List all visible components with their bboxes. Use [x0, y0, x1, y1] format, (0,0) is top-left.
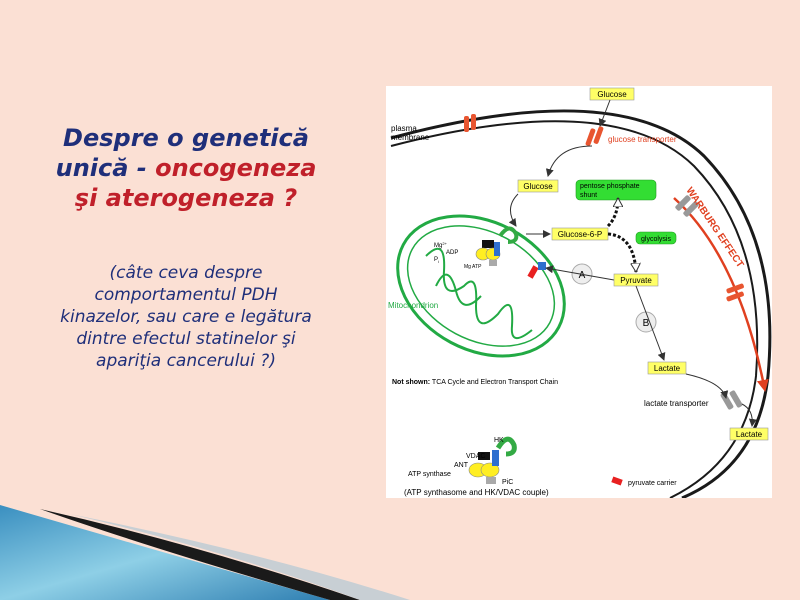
warburg-diagram: Glucose plasma membrane glucose transpor…	[386, 86, 772, 498]
glucose-top-box	[589, 87, 635, 101]
dotted-path-glycolysis	[607, 232, 636, 272]
pentose-label-1: pentose phosphate	[580, 183, 640, 190]
corner-swoosh-dark	[40, 509, 360, 600]
corner-swoosh-blue	[0, 505, 330, 600]
slide-title: Despre o genetică unică - oncogeneza şi …	[30, 123, 342, 213]
glucose-inner-box	[517, 179, 559, 193]
arrow-lactate-out	[685, 373, 729, 399]
plasma-transporter-left	[464, 114, 476, 132]
dotted-path-pentose	[606, 198, 618, 228]
legend-pyruvate-carrier: pyruvate carrier	[628, 480, 677, 487]
title-line-2-a: unică -	[55, 154, 156, 182]
legend-vdac: VDAC	[466, 453, 485, 460]
subtitle-line-5: apariţia cancerului ?)	[96, 351, 276, 371]
pentose-label-2: shunt	[580, 192, 597, 199]
not-shown-text: Not shown: TCA Cycle and Electron Transp…	[392, 379, 558, 386]
mg-atp-label: Mg ATP	[464, 264, 482, 270]
pyruvate-carrier-blue	[538, 262, 546, 270]
title-line-3: şi aterogeneza ?	[74, 184, 298, 212]
glycolysis-label: glycolysis	[641, 236, 671, 243]
pi-label: Pi	[434, 257, 439, 264]
glucose-transporter-label: glucose transporter	[608, 135, 677, 144]
glycolysis-box	[635, 231, 677, 245]
mito-cristae	[425, 247, 533, 339]
label-b: B	[643, 318, 650, 329]
legend-atp-synthase: ATP synthase	[408, 471, 451, 478]
lactate-transporter-label: lactate transporter	[644, 399, 709, 408]
plasma-label: plasma	[391, 124, 417, 133]
slide-subtitle: (câte ceva despre comportamentul PDH kin…	[30, 262, 342, 372]
legend-couple: (ATP synthasome and HK/VDAC couple)	[404, 488, 549, 497]
legend-pic: PiC	[502, 479, 513, 486]
title-line-2: unică - oncogeneza	[30, 153, 342, 183]
subtitle-line-4: dintre efectul statinelor şi	[76, 329, 296, 349]
mg-text: Mg	[434, 243, 442, 249]
subtitle-line-2: comportamentul PDH	[94, 285, 278, 305]
arrow-pyruvate-to-mito	[545, 265, 615, 281]
title-line-1: Despre o genetică	[63, 124, 309, 152]
corner-swoosh-grey	[70, 514, 410, 600]
lactate-out-box	[729, 427, 769, 441]
glucose-transporter-icon	[585, 126, 604, 146]
pi-sub: i	[438, 259, 439, 264]
arrow-pyruvate-to-lactate	[635, 285, 666, 361]
mg-label: Mg2+	[434, 241, 448, 249]
glucose6p-label: Glucose-6-P	[558, 230, 602, 239]
adp-label: ADP	[446, 250, 458, 256]
pyruvate-carrier-mito	[527, 265, 539, 279]
mitochondrion	[396, 214, 566, 358]
glucose-inner-label: Glucose	[523, 182, 553, 191]
subtitle-line-3: kinazelor, sau care e legătura	[60, 307, 312, 327]
transporter-grey-upper	[675, 195, 699, 217]
legend-hk: HK	[494, 437, 504, 444]
title-oncogeneza: oncogeneza	[155, 154, 317, 182]
mito-cristae-2	[435, 273, 482, 306]
membrane-label: membrane	[391, 133, 430, 142]
legend-pyruvate-carrier-icon	[611, 476, 623, 486]
legend-synthasome-icon	[468, 436, 517, 484]
lactate-mid-box	[647, 361, 687, 375]
not-shown-bold: Not shown:	[392, 379, 430, 386]
arrow-glucose-in	[598, 99, 611, 127]
not-shown-rest: TCA Cycle and Electron Transport Chain	[430, 379, 558, 386]
lactate-out-label: Lactate	[736, 430, 763, 439]
glucose-top-label: Glucose	[597, 90, 627, 99]
arrow-to-glucose-inner	[545, 145, 593, 177]
warburg-diagram-svg: Glucose plasma membrane glucose transpor…	[388, 87, 772, 498]
legend-ant: ANT	[454, 462, 469, 469]
subtitle-line-1: (câte ceva despre	[109, 263, 263, 283]
label-a: A	[579, 270, 586, 281]
mg-sup: 2+	[442, 241, 447, 246]
lactate-mid-label: Lactate	[654, 364, 681, 373]
pyruvate-label: Pyruvate	[620, 276, 652, 285]
atp-synthasome-top	[475, 226, 519, 266]
transporter-red-right	[726, 283, 744, 302]
pi-text: P	[434, 257, 438, 263]
arrow-glucose-to-g6p	[508, 193, 519, 227]
arrow-to-lactate-out	[741, 403, 757, 427]
mitochondrion-label: Mitochondrion	[388, 301, 438, 310]
